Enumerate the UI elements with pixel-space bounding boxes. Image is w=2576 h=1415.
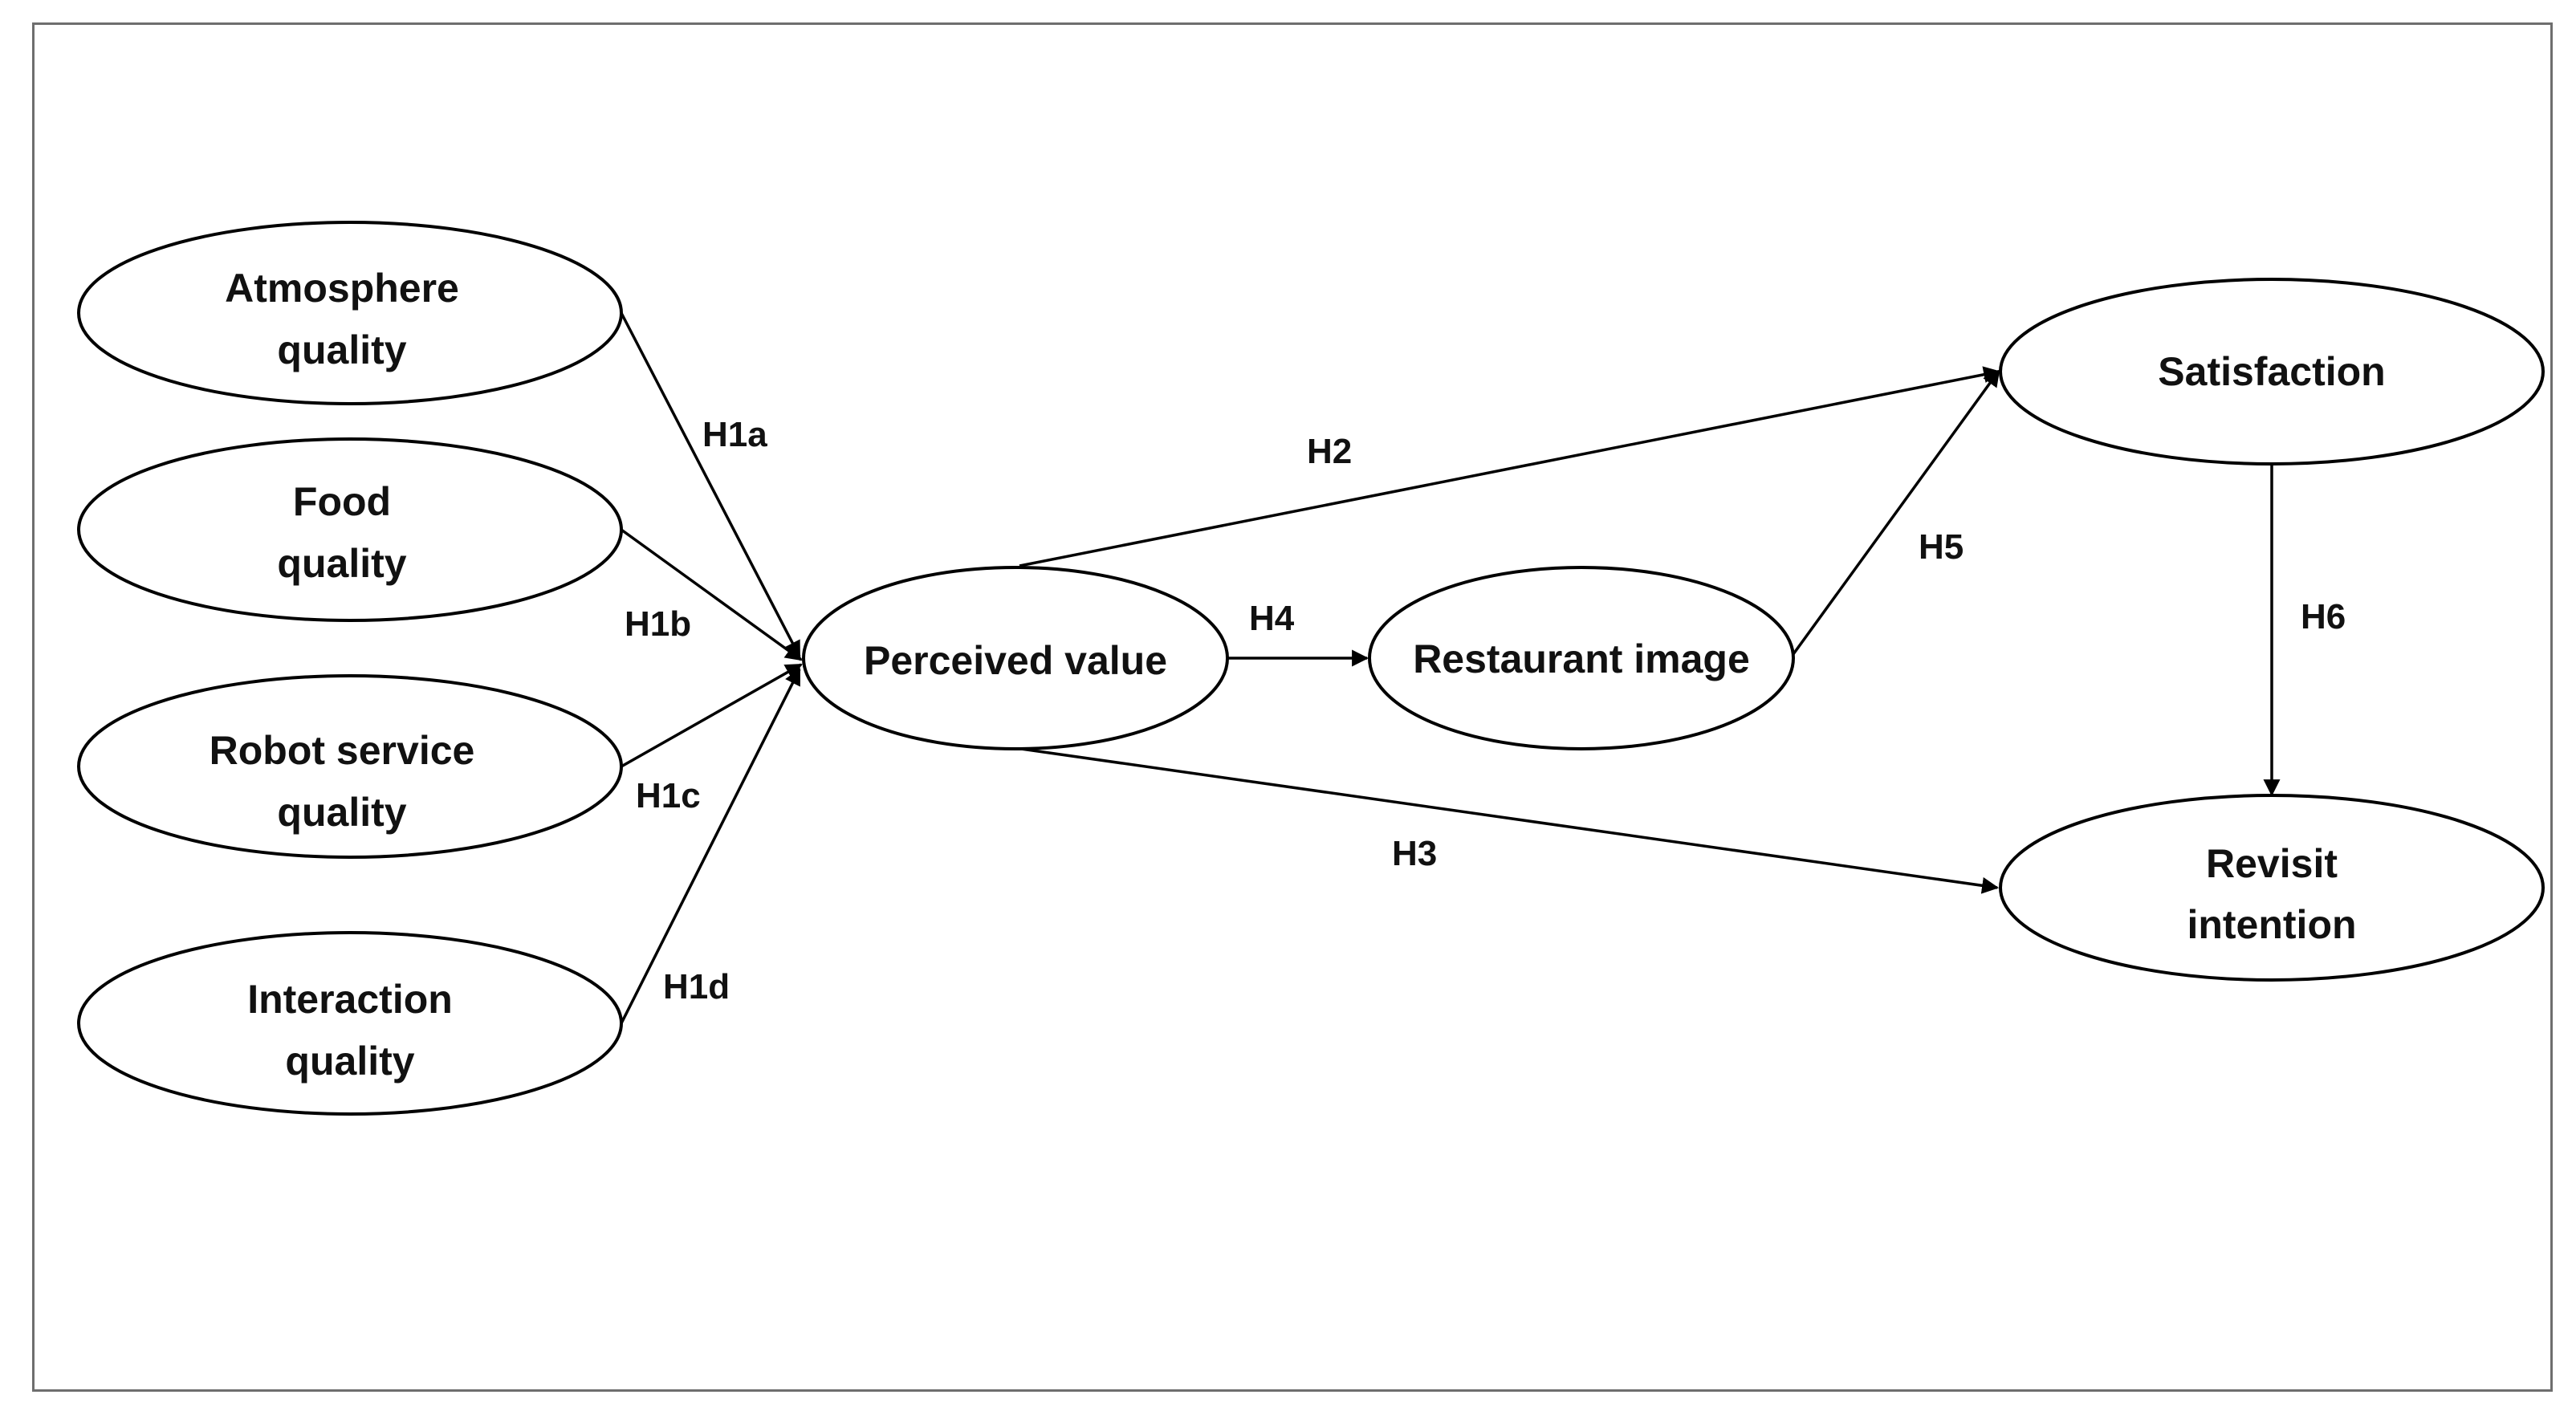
node-perceived-value: Perceived value xyxy=(802,566,1229,750)
edge-label-h1d: H1d xyxy=(663,967,730,1006)
edge-h3 xyxy=(1015,746,2000,894)
node-food-quality: Food quality xyxy=(77,437,623,622)
node-revisit-intention: Revisit intention xyxy=(1999,794,2545,982)
node-label-line1: Restaurant image xyxy=(1413,636,1750,681)
edge-label-h2: H2 xyxy=(1307,432,1352,471)
edge-label-h6: H6 xyxy=(2301,597,2346,636)
diagram-frame xyxy=(32,22,2553,1392)
node-restaurant-image: Restaurant image xyxy=(1368,566,1795,750)
edge-label-h1a: H1a xyxy=(702,415,767,454)
node-label-line1: Robot service xyxy=(210,728,475,773)
node-label-line1: Food xyxy=(293,479,391,524)
node-label-line1: Perceived value xyxy=(864,638,1167,683)
node-ellipse xyxy=(77,437,623,622)
edge-h1a xyxy=(620,312,801,658)
edge-label-h5: H5 xyxy=(1919,527,1964,567)
node-label-line1: Interaction xyxy=(247,977,453,1022)
node-atmosphere-quality: Atmosphere quality xyxy=(77,221,623,405)
edge-h5 xyxy=(1792,369,2000,656)
node-label-line2: quality xyxy=(277,541,406,586)
node-label-line2: quality xyxy=(285,1039,414,1084)
node-satisfaction: Satisfaction xyxy=(1999,278,2545,466)
edge-label-h3: H3 xyxy=(1392,834,1437,873)
node-label-line2: quality xyxy=(277,327,406,372)
edge-label-h4: H4 xyxy=(1249,599,1295,638)
edge-h2 xyxy=(1019,366,2001,567)
node-ellipse xyxy=(1999,794,2545,982)
node-label-line1: Satisfaction xyxy=(2158,349,2385,394)
node-ellipse xyxy=(77,221,623,405)
edge-h1c xyxy=(621,663,803,768)
node-robot-service-quality: Robot service quality xyxy=(77,674,623,859)
node-ellipse xyxy=(1999,278,2545,466)
edge-labels: H1a H1b H1c H1d H2 H3 H4 H5 H6 xyxy=(625,415,2346,1006)
edge-label-h1b: H1b xyxy=(625,604,691,644)
node-ellipse xyxy=(77,931,623,1116)
node-label-line1: Atmosphere xyxy=(225,266,459,311)
edge-label-h1c: H1c xyxy=(636,776,701,815)
node-interaction-quality: Interaction quality xyxy=(77,931,623,1116)
node-ellipse xyxy=(1368,566,1795,750)
node-label-line1: Revisit xyxy=(2206,841,2338,886)
edge-h1d xyxy=(620,668,801,1024)
node-label-line2: quality xyxy=(277,790,406,835)
node-ellipse xyxy=(802,566,1229,750)
node-label-line2: intention xyxy=(2187,902,2356,947)
edges xyxy=(620,312,2281,1024)
node-ellipse xyxy=(77,674,623,859)
edge-h1b xyxy=(620,528,803,661)
